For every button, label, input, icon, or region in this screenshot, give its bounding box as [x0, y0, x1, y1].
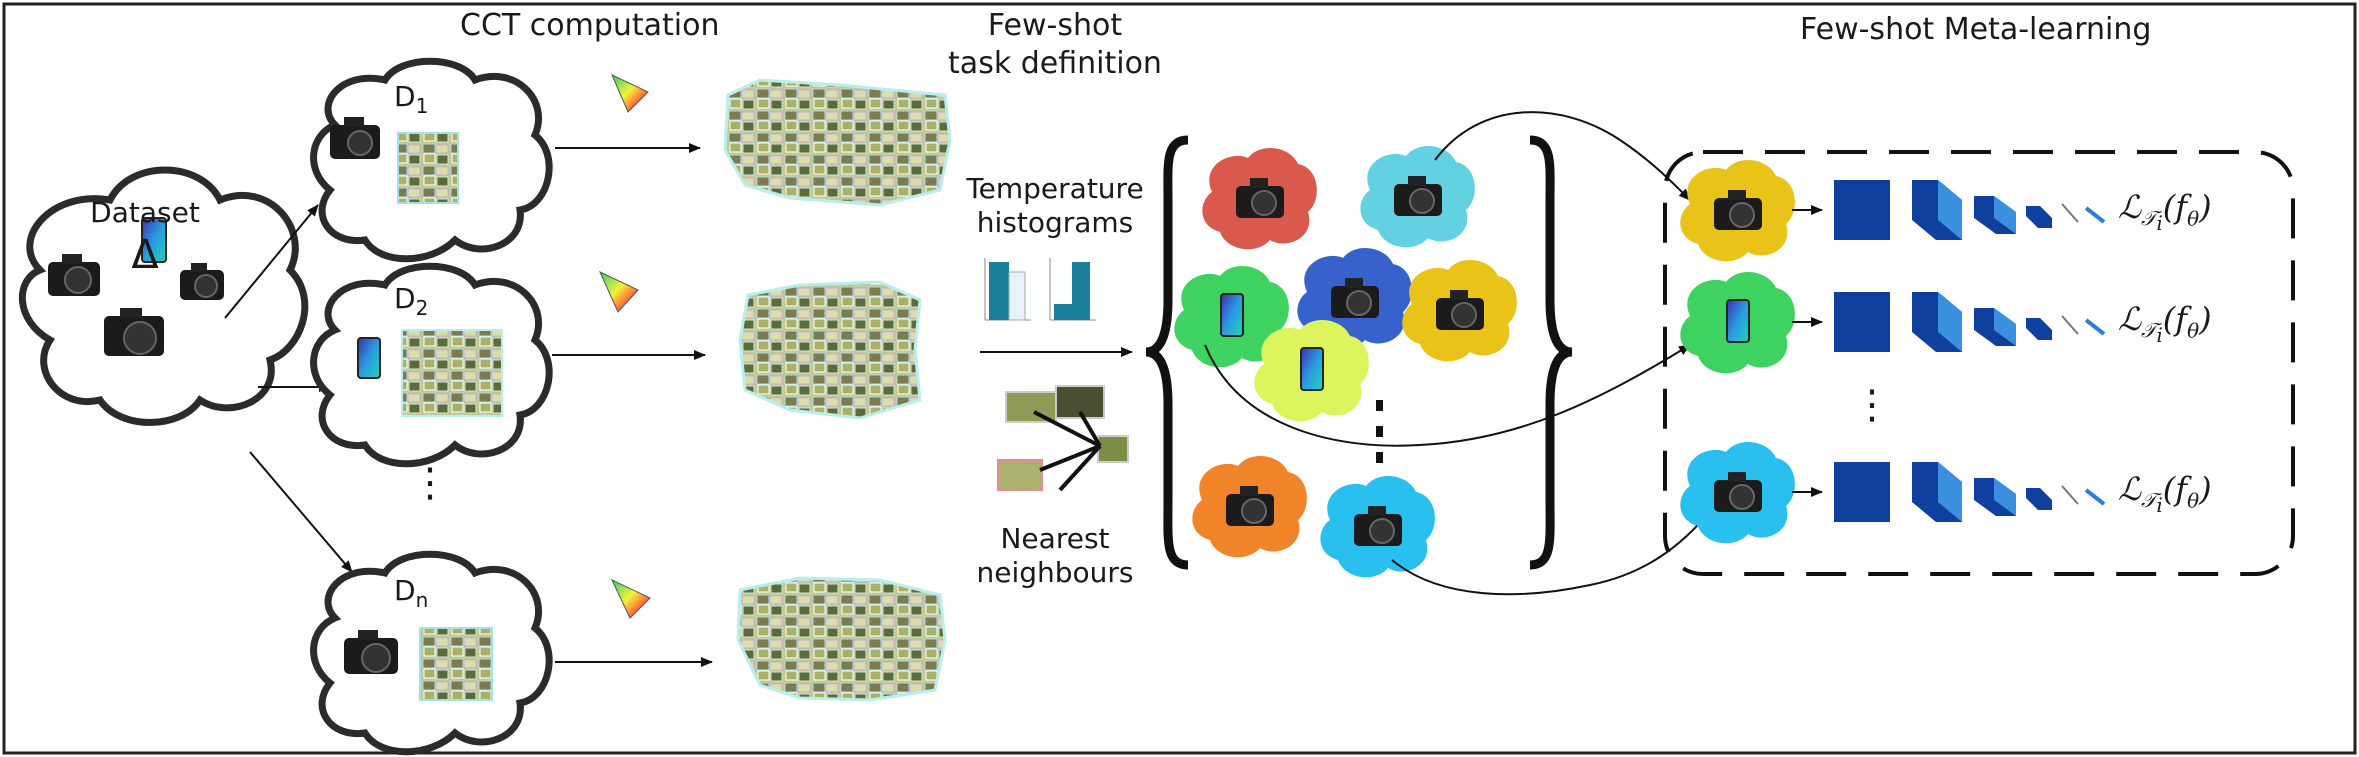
task-blob-red	[1202, 147, 1317, 250]
gamut-icon-2	[598, 270, 639, 313]
d2-phone-icon	[357, 337, 381, 379]
dataset-label: Dataset	[90, 196, 200, 229]
photo-mosaic-1	[723, 78, 952, 207]
header-task-line1: Few-shot	[987, 8, 1123, 43]
curve-arrow-sky	[1391, 504, 1716, 596]
dn-camera-icon	[344, 630, 398, 674]
subsets-ellipsis: ⋮	[410, 460, 450, 506]
left-brace	[1145, 135, 1189, 570]
photo-mosaic-2	[738, 280, 922, 420]
meta-task-blob-green	[1680, 271, 1795, 374]
task-blob-sky	[1320, 475, 1435, 578]
meta-rows-ellipsis: ⋮	[1852, 382, 1892, 428]
task-set-ellipsis	[1376, 400, 1383, 463]
header-cct: CCT computation	[460, 8, 720, 43]
subset-cloud-d1	[310, 57, 553, 263]
dataset-camera-icon	[48, 254, 100, 296]
network-icon-3	[1834, 462, 2106, 522]
meta-task-blob-sky	[1680, 441, 1795, 544]
task-blob-green	[1174, 265, 1289, 368]
arrow-dataset-d1	[224, 204, 319, 319]
header-meta: Few-shot Meta-learning	[1800, 12, 2152, 47]
dataset-camera-icon-2	[180, 263, 224, 300]
d1-camera-icon	[330, 117, 380, 159]
gamut-icon-1	[611, 73, 649, 113]
nn-label-line2: neighbours	[976, 556, 1134, 589]
dn-label: Dn	[394, 574, 429, 612]
loss-label-3: ℒ𝒯i(fθ)	[2118, 470, 2212, 518]
dataset-cloud	[18, 166, 309, 426]
meta-task-blob-yellow	[1680, 159, 1795, 262]
task-blob-lime	[1254, 319, 1369, 422]
meta-row-3	[1680, 441, 2106, 544]
network-icon-1	[1834, 180, 2106, 240]
task-blob-yellow	[1402, 259, 1517, 362]
task-blob-cyan	[1360, 145, 1475, 248]
nearest-neighbours-icon	[997, 385, 1129, 492]
subset-cloud-dn	[310, 550, 553, 756]
d1-label: D1	[394, 80, 429, 118]
d2-label: D2	[394, 282, 429, 320]
meta-learning-box	[1663, 150, 2295, 576]
network-icon-2	[1834, 292, 2106, 352]
histogram-icon-2	[1049, 258, 1096, 321]
subset-cloud-d2	[310, 262, 553, 468]
d2-photo-stack	[401, 329, 503, 417]
curve-arrow-green	[1204, 344, 1691, 447]
loss-label-1: ℒ𝒯i(fθ)	[2118, 188, 2212, 236]
d1-photo-stack	[397, 132, 459, 204]
temp-label-line2: histograms	[976, 206, 1134, 239]
header-task-line2: task definition	[948, 46, 1162, 81]
dn-photo-stack	[419, 627, 493, 701]
loss-label-2: ℒ𝒯i(fθ)	[2118, 300, 2212, 348]
curve-arrow-cyan	[1434, 111, 1691, 201]
histogram-icon-1	[984, 258, 1031, 321]
gamut-icon-3	[610, 578, 651, 619]
dataset-phone-icon	[141, 217, 167, 263]
dataset-symbol: Δ	[131, 232, 159, 278]
arrow-dataset-dn	[249, 451, 353, 573]
right-brace	[1529, 135, 1573, 570]
task-blob-orange	[1192, 455, 1307, 558]
temp-label-line1: Temperature	[966, 172, 1144, 205]
photo-mosaic-3	[736, 576, 947, 702]
nn-label-line1: Nearest	[1000, 522, 1110, 555]
dataset-camera-icon-3	[104, 308, 164, 356]
meta-row-1	[1680, 159, 2106, 262]
meta-row-2	[1680, 271, 2106, 374]
